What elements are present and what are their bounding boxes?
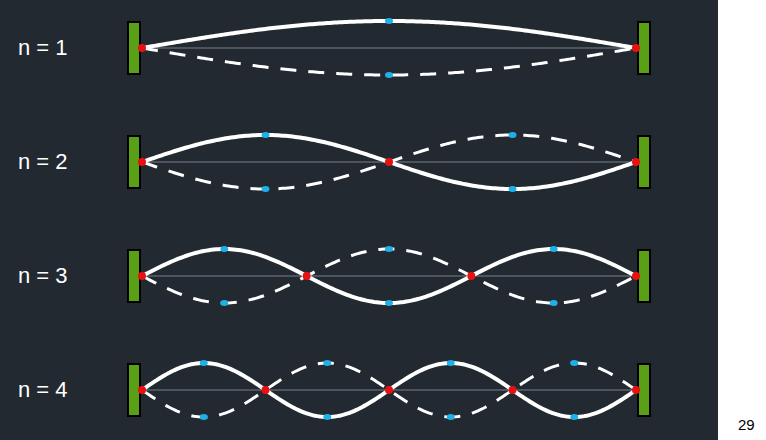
antinode-dot bbox=[385, 300, 393, 306]
solid-wave bbox=[142, 21, 636, 48]
antinode-dot bbox=[385, 72, 393, 78]
node-dot bbox=[632, 44, 640, 52]
antinode-dot bbox=[570, 360, 578, 366]
node-dot bbox=[632, 272, 640, 280]
solid-wave bbox=[142, 135, 636, 189]
equilibrium-line bbox=[142, 276, 636, 277]
mode-label: n = 2 bbox=[18, 149, 68, 175]
antinode-dot bbox=[570, 414, 578, 420]
antinode-dot bbox=[509, 186, 517, 192]
antinode-dot bbox=[550, 300, 558, 306]
antinode-dot bbox=[447, 360, 455, 366]
node-dot bbox=[509, 386, 517, 394]
node-dot bbox=[632, 386, 640, 394]
antinode-dot bbox=[447, 414, 455, 420]
antinode-dot bbox=[262, 132, 270, 138]
node-dot bbox=[385, 386, 393, 394]
mode-label: n = 1 bbox=[18, 35, 68, 61]
antinode-dot bbox=[323, 360, 331, 366]
antinode-dot bbox=[200, 414, 208, 420]
antinode-dot bbox=[323, 414, 331, 420]
dashed-wave bbox=[142, 135, 636, 189]
equilibrium-line bbox=[142, 48, 636, 49]
antinode-dot bbox=[550, 246, 558, 252]
node-dot bbox=[138, 158, 146, 166]
antinode-dot bbox=[220, 246, 228, 252]
antinode-dot bbox=[262, 186, 270, 192]
node-dot bbox=[385, 158, 393, 166]
antinode-dot bbox=[385, 246, 393, 252]
solid-wave bbox=[142, 249, 636, 303]
antinode-dot bbox=[385, 18, 393, 24]
node-dot bbox=[303, 272, 311, 280]
node-dot bbox=[262, 386, 270, 394]
node-dot bbox=[138, 386, 146, 394]
dashed-wave bbox=[142, 363, 636, 417]
mode-label: n = 3 bbox=[18, 263, 68, 289]
antinode-dot bbox=[509, 132, 517, 138]
solid-wave bbox=[142, 363, 636, 417]
node-dot bbox=[632, 158, 640, 166]
node-dot bbox=[467, 272, 475, 280]
dashed-wave bbox=[142, 48, 636, 75]
antinode-dot bbox=[220, 300, 228, 306]
page-number: 29 bbox=[738, 416, 755, 434]
mode-label: n = 4 bbox=[18, 377, 68, 403]
node-dot bbox=[138, 272, 146, 280]
node-dot bbox=[138, 44, 146, 52]
antinode-dot bbox=[200, 360, 208, 366]
dashed-wave bbox=[142, 249, 636, 303]
